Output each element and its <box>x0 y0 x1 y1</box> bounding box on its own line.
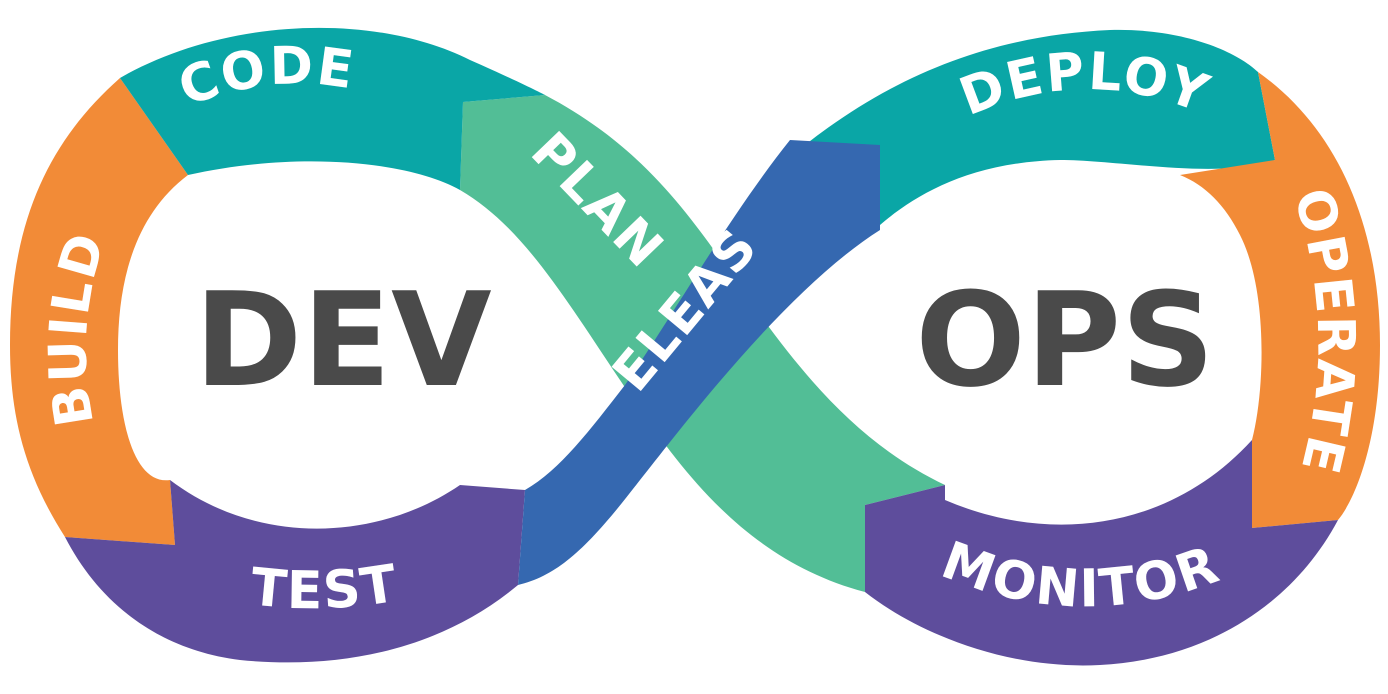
operate-band <box>1180 72 1380 528</box>
dev-title: DEV <box>194 264 491 416</box>
monitor-band <box>865 440 1338 666</box>
stage-label-test: TEST <box>248 554 402 622</box>
deploy-band <box>805 29 1275 226</box>
ops-title: OPS <box>915 264 1214 416</box>
test-band <box>65 480 525 663</box>
build-band <box>10 78 188 545</box>
code-band <box>120 27 545 190</box>
release-band <box>518 140 880 585</box>
